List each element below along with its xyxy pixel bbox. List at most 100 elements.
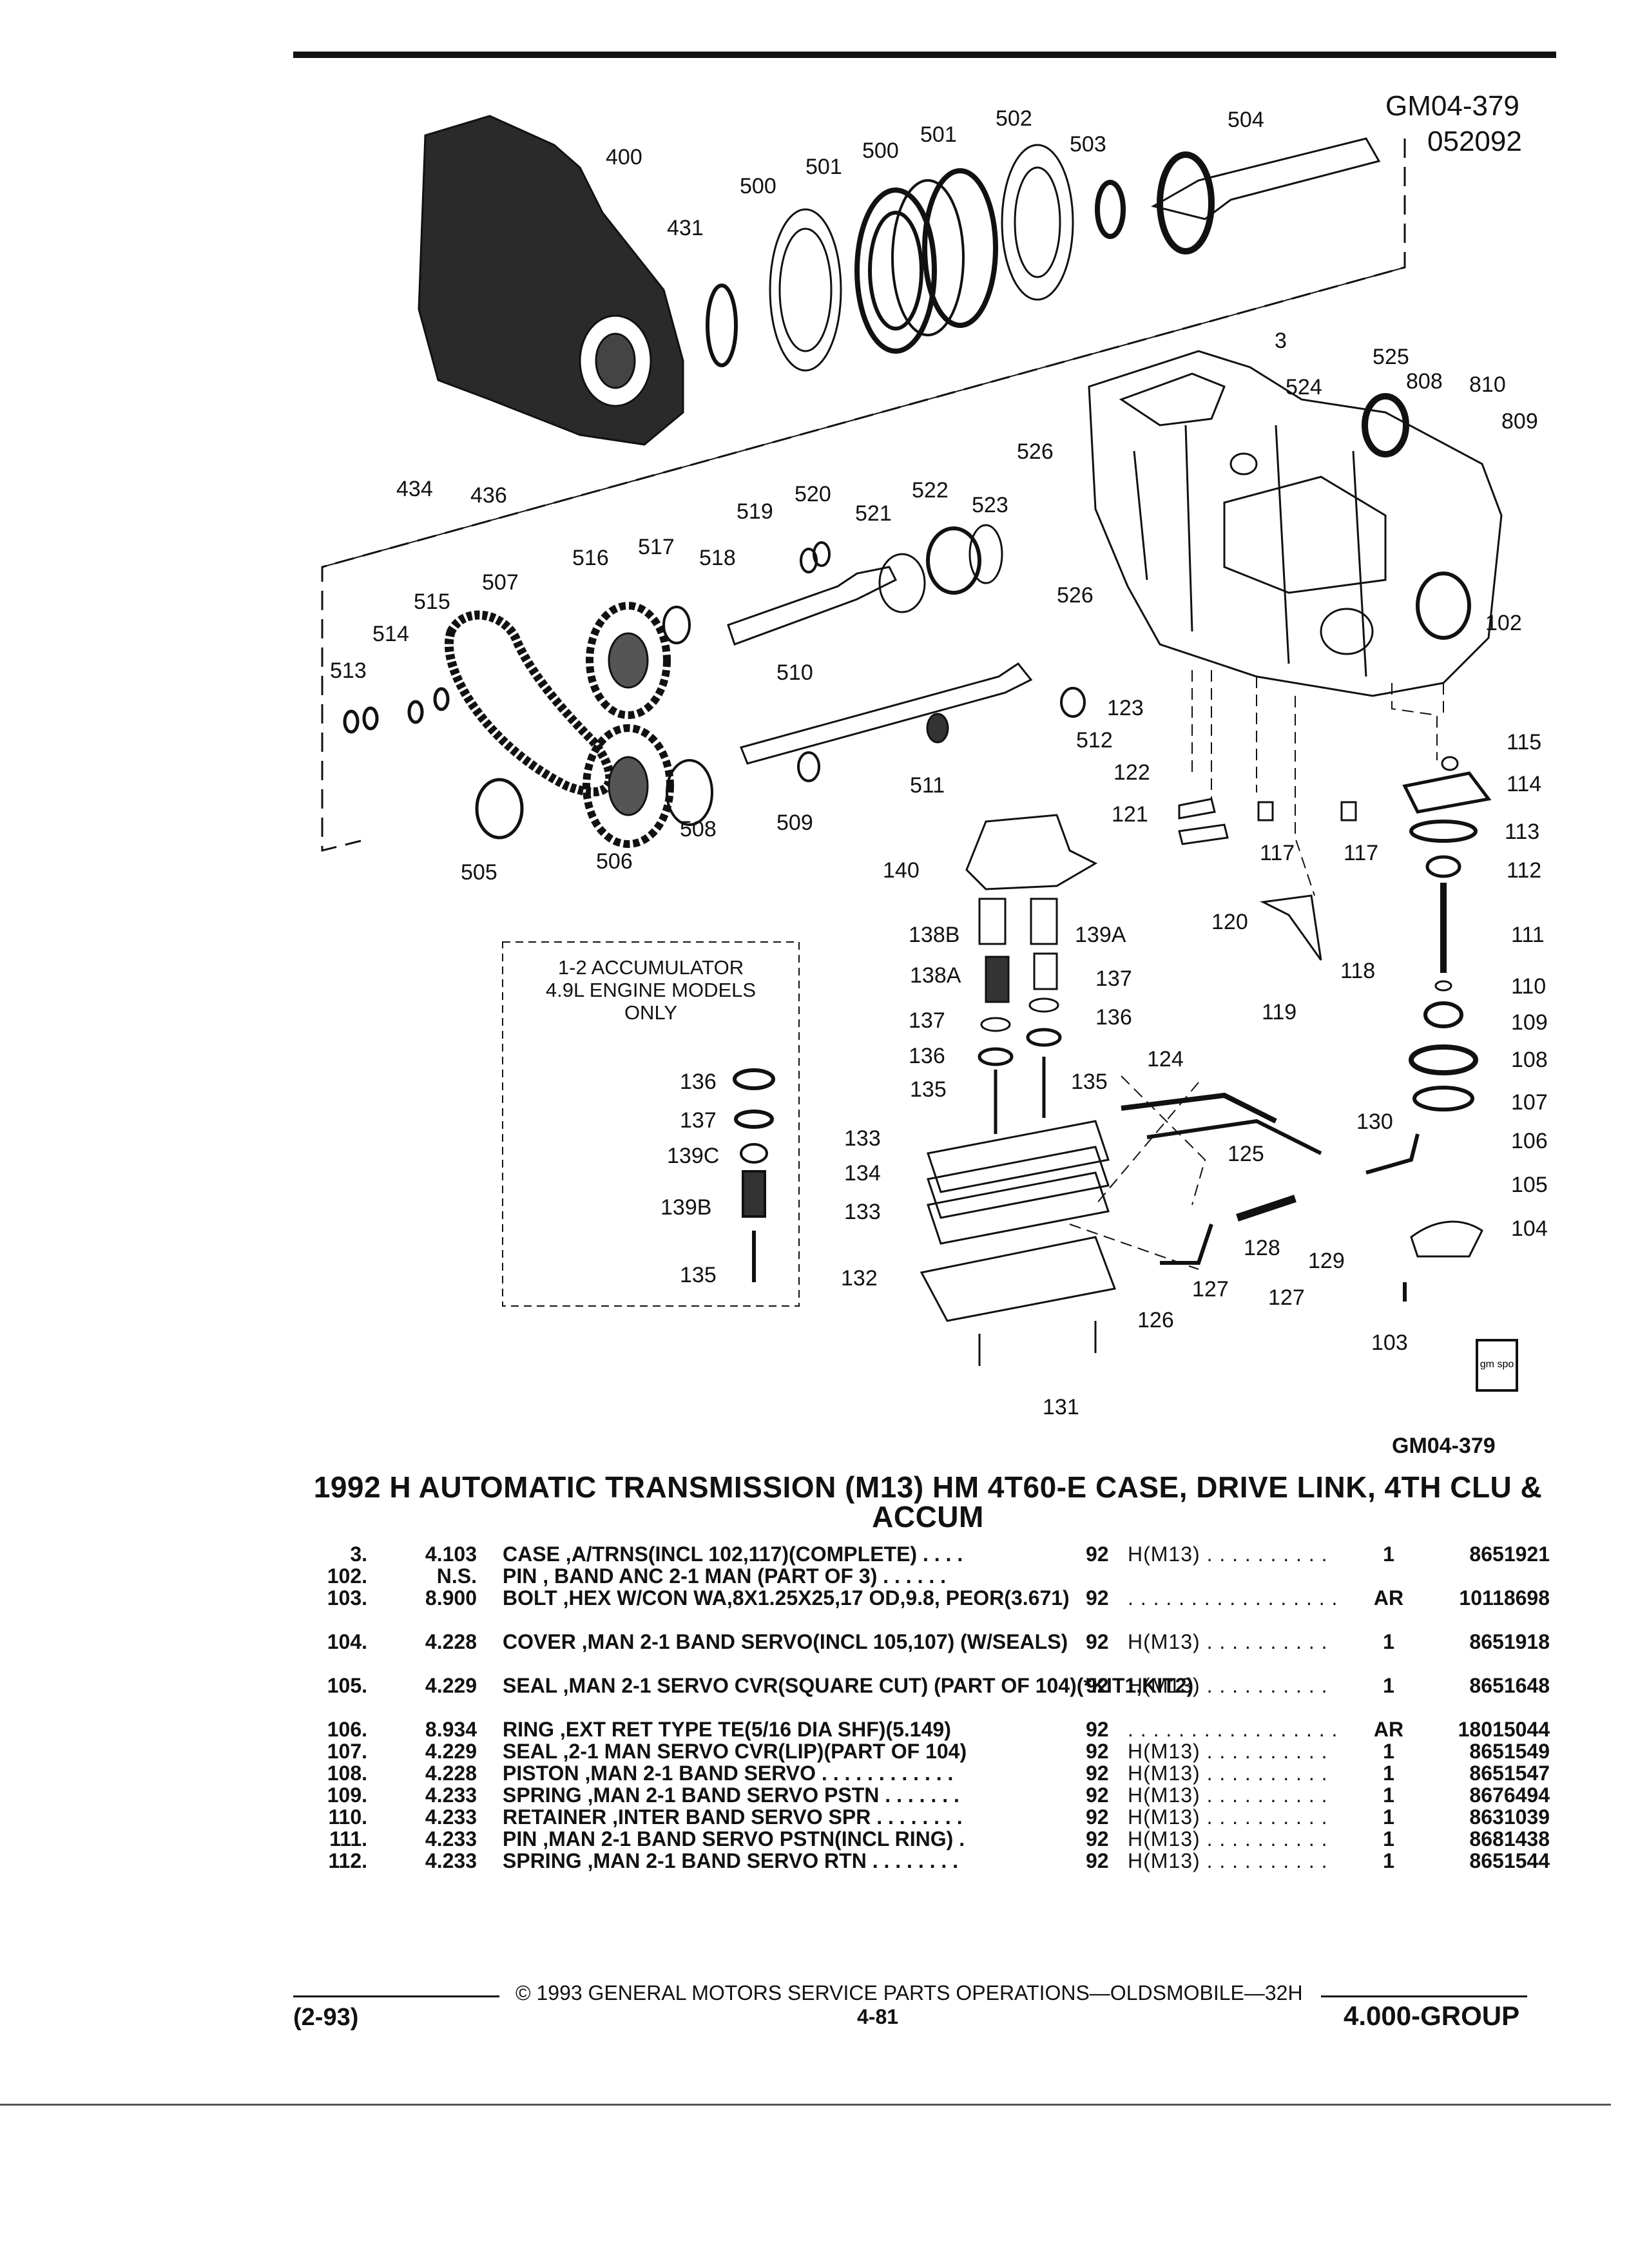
label-111: 111 [1511,923,1545,947]
label-431: 431 [667,216,704,240]
label-117b: 117 [1344,841,1378,865]
part-qty: 1 [1383,1740,1394,1763]
label-121: 121 [1112,802,1148,827]
part-year: 92 [1086,1805,1109,1829]
part-description: BOLT ,HEX W/CON WA,8X1.25X25,17 OD,9.8, … [503,1586,1070,1610]
parts-row: 109. 4.233 SPRING ,MAN 2-1 BAND SERVO PSTN… [290,1784,1553,1806]
label-434: 434 [396,477,433,501]
inset-caption-line3: ONLY [624,1001,677,1024]
copyright-notice: © 1993 GENERAL MOTORS SERVICE PARTS OPER… [516,1981,1303,2004]
part-year: 92 [1086,1586,1109,1610]
part-year: 92 [1086,1740,1109,1763]
label-139A: 139A [1075,923,1126,947]
label-504: 504 [1228,108,1264,132]
label-501a: 501 [805,155,842,179]
part-group: 4.233 [425,1805,477,1829]
label-132: 132 [841,1266,878,1291]
part-description: SEAL ,MAN 2-1 SERVO CVR(SQUARE CUT) (PAR… [503,1674,1194,1697]
part-model: . . . . . . . . . . . . . . . . . [1128,1718,1338,1741]
part-ref: 110. [328,1805,367,1829]
part-group: 4.233 [425,1849,477,1872]
label-808: 808 [1406,369,1443,394]
label-503: 503 [1070,132,1106,157]
part-description: PIN ,MAN 2-1 BAND SERVO PSTN(INCL RING) … [503,1827,965,1850]
label-124: 124 [1147,1047,1184,1072]
footer-rule-right [1321,1995,1527,1997]
inset-label-136: 136 [680,1070,717,1094]
part-ref: 109. [327,1783,367,1807]
part-number: 8676494 [1469,1783,1550,1807]
label-520: 520 [795,482,831,506]
part-qty: AR [1373,1586,1404,1610]
part-number: 8681438 [1469,1827,1550,1850]
part-group: 8.934 [425,1718,477,1741]
part-group: 4.228 [425,1762,477,1785]
inset-label-139B: 139B [660,1195,711,1220]
part-model: H(M13) . . . . . . . . . . [1128,1827,1328,1850]
part-model: H(M13) . . . . . . . . . . [1128,1805,1328,1829]
part-qty: 1 [1383,1849,1394,1872]
label-517: 517 [638,535,675,559]
label-523: 523 [972,493,1008,517]
part-year: 92 [1086,1674,1109,1697]
part-group: 4.233 [425,1783,477,1807]
label-133b: 133 [844,1200,881,1224]
part-ref: 111. [329,1827,367,1850]
part-number: 8631039 [1469,1805,1550,1829]
part-number: 18015044 [1458,1718,1550,1741]
label-502: 502 [996,106,1032,131]
inset-label-137: 137 [680,1108,717,1133]
label-513: 513 [330,658,367,683]
label-400: 400 [606,145,642,169]
part-year: 92 [1086,1783,1109,1807]
label-505: 505 [461,860,497,885]
header-rule [293,52,1556,58]
part-group: N.S. [436,1564,477,1588]
label-135b: 135 [1071,1070,1108,1094]
label-138A: 138A [910,963,961,988]
label-509: 509 [776,811,813,835]
part-description: SEAL ,2-1 MAN SERVO CVR(LIP)(PART OF 104… [503,1740,967,1763]
part-ref: 105. [327,1674,367,1697]
label-128: 128 [1244,1236,1280,1260]
label-127a: 127 [1192,1277,1229,1302]
label-122: 122 [1113,760,1150,785]
label-135a: 135 [910,1077,947,1102]
gm-spo-logo [1476,1339,1518,1392]
label-140: 140 [883,858,920,883]
part-year: 92 [1086,1718,1109,1741]
part-model: H(M13) . . . . . . . . . . [1128,1674,1328,1697]
part-description: SPRING ,MAN 2-1 BAND SERVO PSTN . . . . … [503,1783,959,1807]
label-500a: 500 [740,174,776,198]
label-107: 107 [1511,1090,1548,1115]
inset-box [502,941,800,1307]
label-118: 118 [1340,959,1375,983]
part-model: . . . . . . . . . . . . . . . . . [1128,1586,1338,1610]
label-500b: 500 [862,139,899,163]
part-qty: 1 [1383,1783,1394,1807]
logo-text: gm spo [1480,1359,1514,1370]
label-506: 506 [596,849,633,874]
part-qty: 1 [1383,1762,1394,1785]
label-127b: 127 [1268,1285,1305,1310]
label-117a: 117 [1260,841,1295,865]
exploded-parts-diagram: gm spo 400 431 500 501 500 501 502 503 5… [321,106,1548,1419]
label-521: 521 [855,501,892,526]
label-138B: 138B [909,923,959,947]
label-3: 3 [1275,329,1287,353]
part-description: RING ,EXT RET TYPE TE(5/16 DIA SHF)(5.14… [503,1718,951,1741]
part-year: 92 [1086,1542,1109,1566]
label-810: 810 [1469,372,1506,397]
part-number: 8651549 [1469,1740,1550,1763]
part-model: H(M13) . . . . . . . . . . [1128,1783,1328,1807]
label-103: 103 [1371,1331,1408,1355]
label-104: 104 [1511,1216,1548,1241]
label-120: 120 [1211,910,1248,934]
label-119: 119 [1262,1000,1296,1024]
label-524: 524 [1286,375,1322,399]
part-group: 4.229 [425,1674,477,1697]
label-519: 519 [737,499,773,524]
part-qty: 1 [1383,1805,1394,1829]
